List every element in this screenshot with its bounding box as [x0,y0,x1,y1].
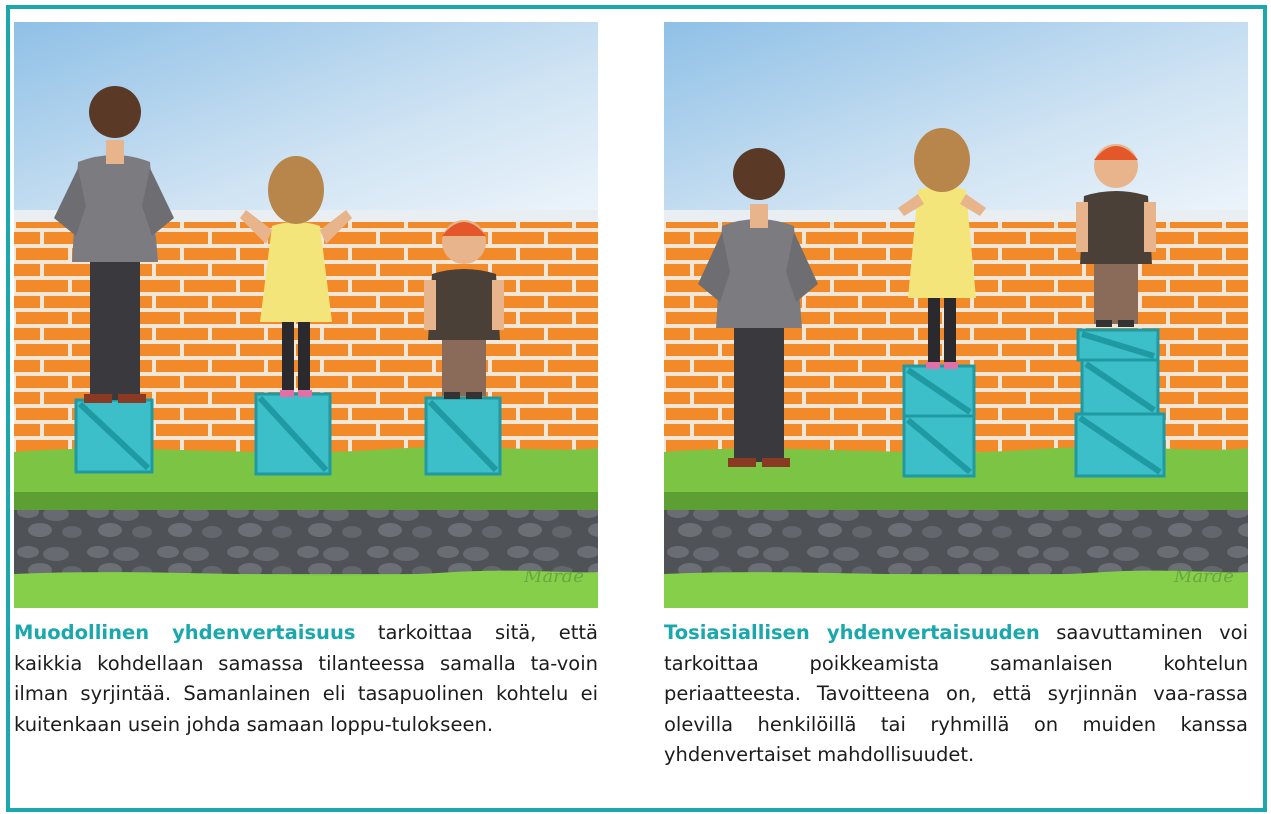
equality-caption: Muodollinen yhdenvertaisuus tarkoittaa s… [14,618,598,740]
crate [74,398,154,474]
equality-term: Muodollinen yhdenvertaisuus [14,621,356,644]
crate [1074,412,1166,478]
equality-illustration: Marde [14,22,598,608]
stone-band [664,510,1248,574]
equity-illustration: Marde [664,22,1248,608]
foreground-grass [664,570,1248,608]
crate [1080,358,1160,416]
equity-description: saavuttaminen voi tarkoittaa poikkeamist… [664,621,1248,766]
stone-band [14,510,598,574]
short-boy [424,220,504,399]
foreground-grass [14,570,598,608]
girl [240,156,352,397]
crate [424,396,502,476]
girl [898,128,986,369]
crate [1076,328,1160,362]
crate [902,364,976,418]
equity-caption: Tosiasiallisen yhdenvertaisuuden saavutt… [664,618,1248,771]
short-boy [1076,144,1156,327]
watermark: Marde [523,566,584,587]
equality-description: tarkoittaa sitä, että kaikkia kohdellaan… [14,621,598,736]
crate [254,392,332,476]
tall-man [54,86,174,403]
watermark: Marde [1173,566,1234,587]
grass-dark-band [664,492,1248,512]
grass-dark-band [14,492,598,512]
equity-term: Tosiasiallisen yhdenvertaisuuden [664,621,1040,644]
crate [902,414,976,478]
tall-man [698,148,818,467]
